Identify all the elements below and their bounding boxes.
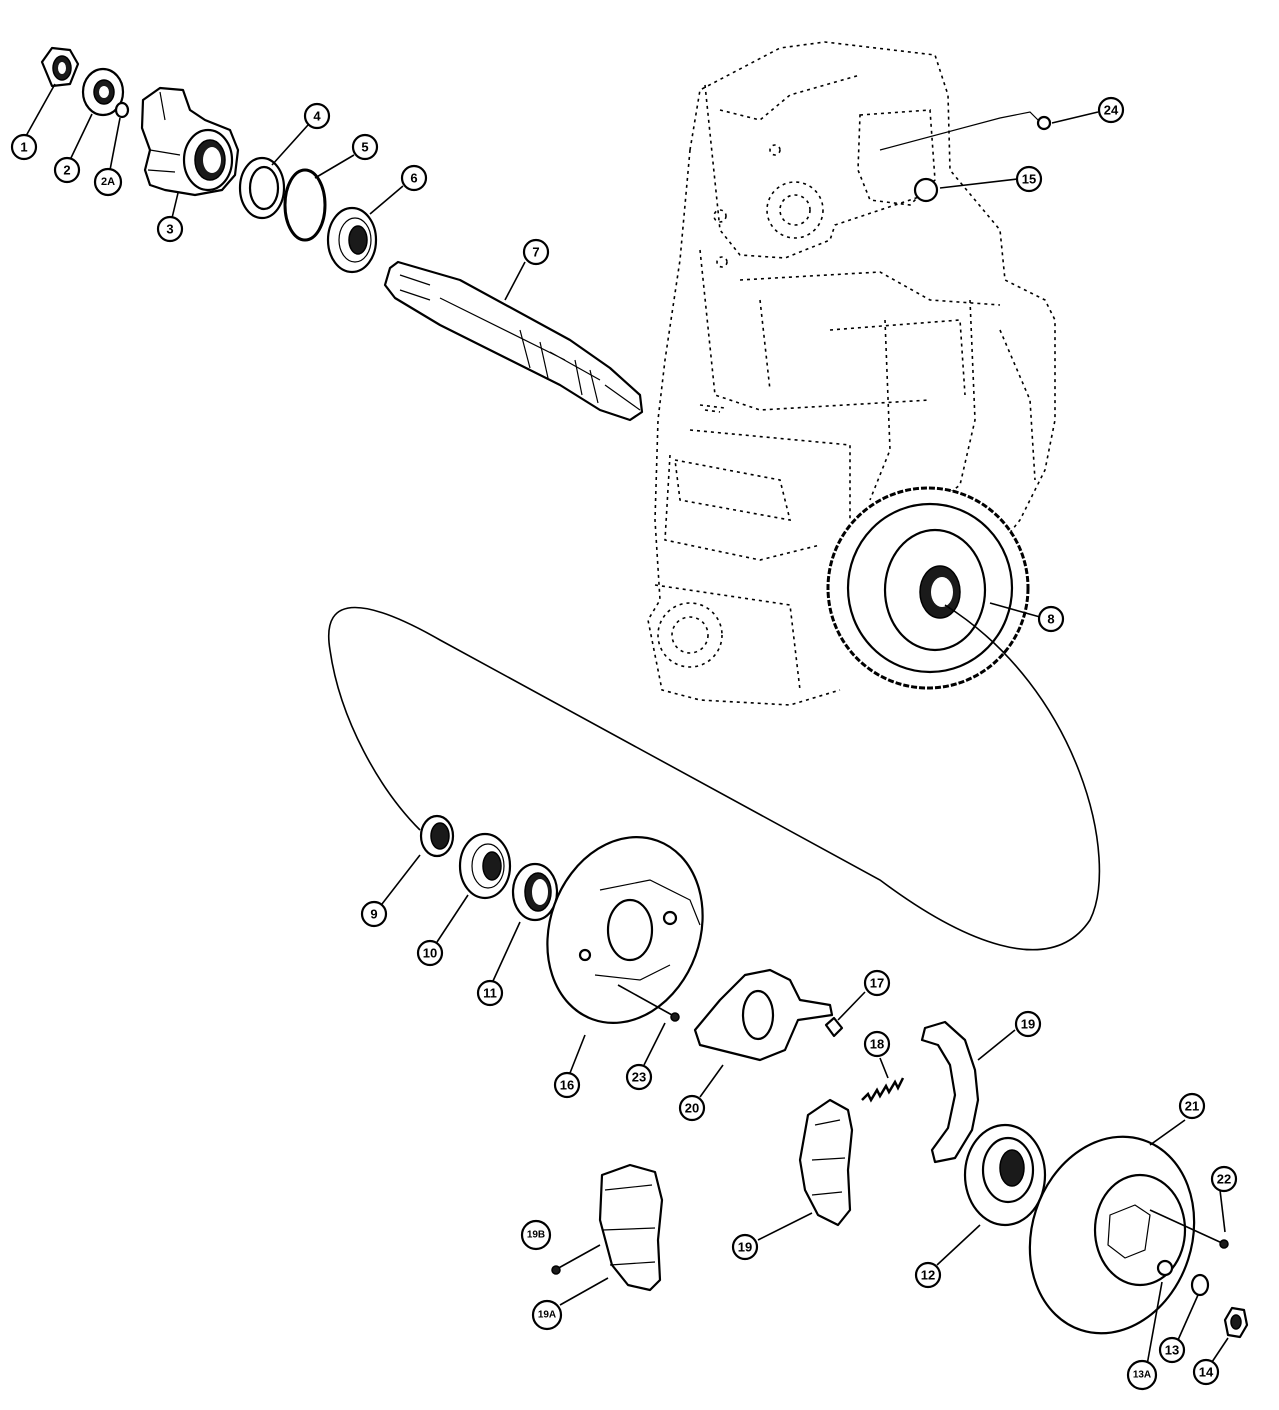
- callout-label: 12: [921, 1268, 935, 1283]
- callout-1: 1: [10, 133, 38, 161]
- callout-label: 24: [1104, 103, 1119, 118]
- part-13-washer: [1190, 1273, 1210, 1297]
- callout-label: 17: [870, 976, 884, 991]
- callout-6: 6: [400, 164, 428, 192]
- callout-label: 4: [313, 109, 321, 124]
- callout-label: 3: [166, 222, 173, 237]
- callout-12: 12: [914, 1261, 942, 1289]
- callout-13a: 13A: [1126, 1359, 1158, 1391]
- callout-label: 10: [423, 946, 437, 961]
- part-7-shaft: [383, 260, 644, 422]
- callout-8: 8: [1037, 605, 1065, 633]
- part-23-bolt: [617, 984, 680, 1022]
- part-2a-o-ring: [114, 101, 130, 119]
- callout-17: 17: [863, 969, 891, 997]
- callout-20: 20: [678, 1094, 706, 1122]
- leader-lines: [25, 83, 1229, 1366]
- part-16-backing-plate: [546, 836, 704, 1024]
- callout-23: 23: [625, 1063, 653, 1091]
- part-15-plug: [913, 177, 939, 203]
- callout-label: 5: [361, 140, 368, 155]
- part-14-nut: [1223, 1306, 1249, 1339]
- callout-2: 2: [53, 156, 81, 184]
- callout-label: 7: [532, 245, 539, 260]
- callout-15: 15: [1015, 165, 1043, 193]
- part-4-seal: [238, 156, 286, 220]
- part-11-seal: [511, 862, 559, 922]
- callout-10: 10: [416, 939, 444, 967]
- callout-14: 14: [1192, 1358, 1220, 1386]
- callout-label: 11: [483, 986, 497, 1001]
- callout-19-lower: 19: [731, 1233, 759, 1261]
- callout-label: 2: [63, 163, 70, 178]
- callout-16: 16: [553, 1071, 581, 1099]
- part-3-yoke: [140, 86, 240, 197]
- part-19-brake-shoe-upper: [920, 1020, 980, 1164]
- callout-label: 19A: [538, 1310, 556, 1321]
- assembly-path-line: [327, 604, 1101, 951]
- callout-9: 9: [360, 900, 388, 928]
- part-19a-lining: [598, 1163, 664, 1292]
- callout-5: 5: [351, 133, 379, 161]
- callout-label: 8: [1047, 612, 1054, 627]
- callout-label: 19B: [527, 1230, 545, 1241]
- callout-24: 24: [1097, 96, 1125, 124]
- callout-label: 6: [410, 171, 417, 186]
- part-18-spring: [861, 1077, 905, 1103]
- callout-7: 7: [522, 238, 550, 266]
- callout-label: 20: [685, 1101, 699, 1116]
- callout-label: 9: [370, 907, 377, 922]
- part-9-bearing-cup: [419, 814, 455, 858]
- callout-label: 13A: [1133, 1370, 1151, 1381]
- callout-label: 19: [738, 1240, 752, 1255]
- callout-4: 4: [303, 102, 331, 130]
- transmission-housing: [647, 41, 1056, 706]
- callout-19-upper: 19: [1014, 1010, 1042, 1038]
- part-8-gear: [826, 486, 1030, 690]
- callout-label: 14: [1199, 1365, 1214, 1380]
- callout-label: 2A: [101, 176, 115, 188]
- callout-label: 23: [632, 1070, 646, 1085]
- part-6-bearing: [326, 206, 378, 274]
- part-24-fitting: [879, 111, 1052, 151]
- callout-label: 19: [1021, 1017, 1035, 1032]
- part-21-drum: [1028, 1135, 1196, 1335]
- callout-label: 15: [1022, 172, 1036, 187]
- callout-label: 21: [1185, 1099, 1199, 1114]
- callout-19a: 19A: [531, 1299, 563, 1331]
- callout-3: 3: [156, 215, 184, 243]
- callout-19b: 19B: [520, 1219, 552, 1251]
- part-19-brake-shoe-lower: [798, 1098, 854, 1227]
- part-20-actuator-plate: [693, 968, 834, 1062]
- callout-label: 22: [1217, 1172, 1231, 1187]
- callout-label: 16: [560, 1078, 574, 1093]
- part-5-snap-ring: [283, 168, 327, 242]
- callout-label: 13: [1165, 1343, 1179, 1358]
- part-22-screw: [1149, 1209, 1229, 1249]
- callout-11: 11: [476, 979, 504, 1007]
- part-19b-rivet: [551, 1244, 601, 1275]
- callout-22: 22: [1210, 1165, 1238, 1193]
- part-2-washer: [81, 67, 125, 117]
- part-1-nut: [40, 46, 80, 88]
- part-12-hub: [963, 1123, 1047, 1227]
- callout-21: 21: [1178, 1092, 1206, 1120]
- callout-label: 1: [20, 140, 27, 155]
- part-10-bearing: [458, 832, 512, 900]
- callout-13: 13: [1158, 1336, 1186, 1364]
- callout-18: 18: [863, 1030, 891, 1058]
- callout-label: 18: [870, 1037, 884, 1052]
- part-17-clip: [824, 1016, 844, 1038]
- callout-2a: 2A: [93, 167, 123, 197]
